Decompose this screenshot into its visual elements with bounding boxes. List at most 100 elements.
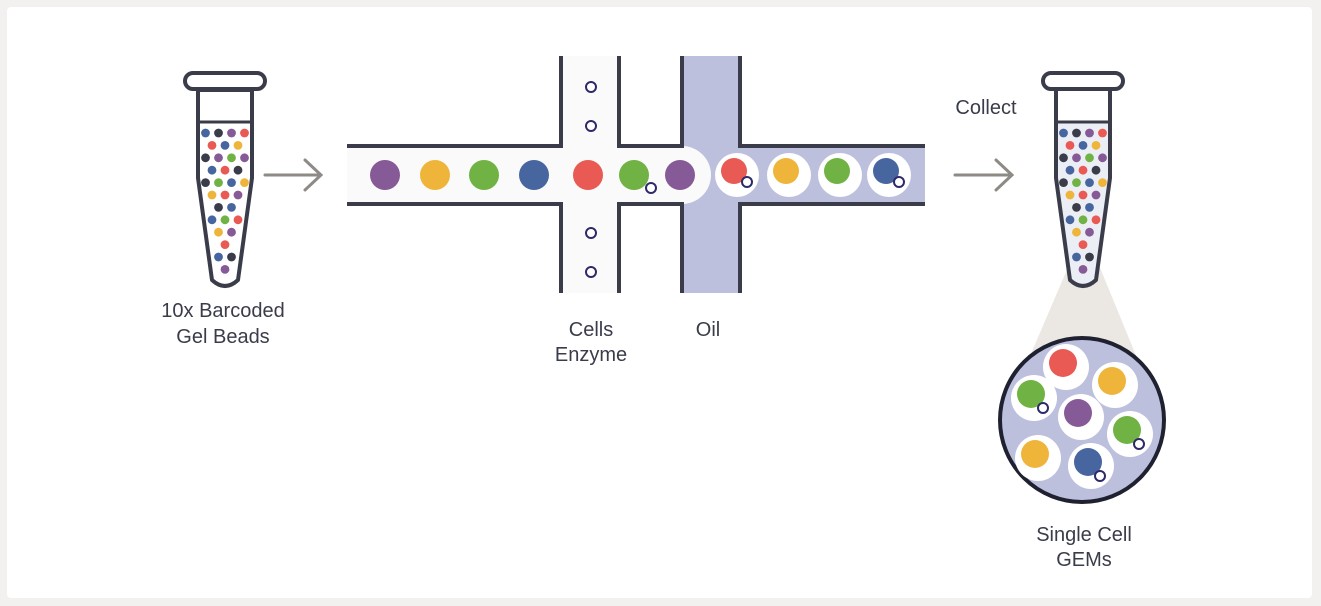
gel-bead bbox=[214, 252, 223, 262]
gel-bead bbox=[220, 165, 230, 175]
gel-bead bbox=[873, 158, 899, 184]
cell bbox=[585, 266, 597, 278]
cell bbox=[585, 227, 597, 239]
gel-bead bbox=[1059, 153, 1068, 163]
gel-bead bbox=[573, 160, 603, 190]
gel-bead bbox=[214, 153, 223, 163]
gel-bead bbox=[665, 160, 695, 190]
cell bbox=[1037, 402, 1049, 414]
gel-bead bbox=[1085, 128, 1094, 138]
gel-bead bbox=[233, 165, 243, 175]
gel-bead bbox=[1072, 252, 1081, 262]
tube-body bbox=[1054, 88, 1112, 288]
gel-bead bbox=[201, 153, 210, 163]
tube-headspace bbox=[1058, 90, 1108, 122]
arrow-right-icon bbox=[953, 158, 1015, 192]
gel-bead bbox=[227, 203, 236, 212]
cell bbox=[585, 81, 597, 93]
gel-bead bbox=[469, 160, 499, 190]
gel-bead bbox=[1065, 215, 1075, 225]
gel-bead bbox=[1059, 178, 1068, 188]
channel-walls bbox=[347, 56, 925, 293]
gel-bead bbox=[721, 158, 747, 184]
gel-bead bbox=[1113, 416, 1141, 444]
gel-bead bbox=[370, 160, 400, 190]
gel-bead bbox=[1078, 165, 1088, 175]
gel-bead bbox=[1078, 141, 1088, 150]
gem-tube bbox=[1041, 71, 1125, 288]
cell bbox=[1094, 470, 1106, 482]
gel-bead bbox=[1072, 178, 1081, 188]
gel-bead bbox=[1059, 128, 1068, 138]
gel-bead bbox=[1078, 215, 1088, 225]
arrow-right-icon bbox=[263, 158, 324, 192]
gel-bead bbox=[207, 141, 217, 150]
gel-bead bbox=[233, 215, 243, 225]
gel-bead bbox=[233, 190, 243, 200]
gel-bead bbox=[233, 141, 243, 150]
collect-label: Collect bbox=[955, 97, 1017, 119]
gel-bead bbox=[1072, 227, 1081, 237]
gel-bead bbox=[1085, 153, 1094, 163]
gel-bead bbox=[1085, 252, 1094, 262]
tube-cap bbox=[183, 71, 267, 91]
gel-bead bbox=[1065, 190, 1075, 200]
gems-label-line2: GEMs bbox=[1056, 549, 1112, 571]
magnified-gems bbox=[998, 336, 1166, 504]
oil-label: Oil bbox=[696, 319, 720, 341]
gel-bead bbox=[207, 165, 217, 175]
gel-bead bbox=[207, 215, 217, 225]
gel-bead bbox=[227, 252, 236, 262]
gel-bead bbox=[227, 178, 236, 188]
gel-bead bbox=[1078, 190, 1088, 200]
gel-bead bbox=[773, 158, 799, 184]
gel-bead bbox=[227, 128, 236, 138]
tube-beads bbox=[1059, 128, 1107, 274]
channel-beads bbox=[370, 160, 695, 194]
gel-bead bbox=[1085, 227, 1094, 237]
gel-bead bbox=[1091, 141, 1101, 150]
gel-bead bbox=[1017, 380, 1045, 408]
gel-bead bbox=[220, 240, 230, 250]
droplet-pinch bbox=[682, 146, 711, 204]
gel-bead bbox=[227, 227, 236, 237]
gel-bead bbox=[1065, 165, 1075, 175]
gel-bead bbox=[201, 178, 210, 188]
gel-bead bbox=[1078, 240, 1088, 250]
cells-label-line1: Cells bbox=[569, 319, 613, 341]
gel-bead bbox=[1085, 203, 1094, 212]
gel-bead bbox=[420, 160, 450, 190]
gel-bead bbox=[1091, 190, 1101, 200]
gel-bead bbox=[214, 128, 223, 138]
gel-bead bbox=[220, 215, 230, 225]
gel-bead bbox=[1078, 265, 1088, 274]
gel-bead bbox=[1091, 215, 1101, 225]
gel-bead bbox=[214, 203, 223, 212]
gel-bead bbox=[240, 128, 249, 138]
gel-bead bbox=[1098, 178, 1107, 188]
gel-bead bbox=[1065, 141, 1075, 150]
gel-bead bbox=[1091, 165, 1101, 175]
gel-bead bbox=[201, 128, 210, 138]
gel-bead bbox=[1085, 178, 1094, 188]
gel-bead bbox=[1098, 153, 1107, 163]
gel-bead bbox=[220, 190, 230, 200]
gel-bead bbox=[1064, 399, 1092, 427]
gel-bead bbox=[207, 190, 217, 200]
gel-bead bbox=[1072, 153, 1081, 163]
gel-bead bbox=[619, 160, 649, 190]
gel-bead bbox=[220, 141, 230, 150]
cells-label-line2: Enzyme bbox=[555, 344, 627, 366]
gems-label-line1: Single Cell bbox=[1036, 524, 1132, 546]
gel-bead bbox=[824, 158, 850, 184]
gel-bead bbox=[1072, 128, 1081, 138]
cell bbox=[741, 176, 753, 188]
cells-in-channel bbox=[585, 81, 597, 278]
gel-bead bbox=[240, 153, 249, 163]
gems-in-outlet bbox=[715, 153, 911, 197]
gel-bead bbox=[1072, 203, 1081, 212]
gel-bead bbox=[240, 178, 249, 188]
cell bbox=[893, 176, 905, 188]
gel-bead bbox=[220, 265, 230, 274]
